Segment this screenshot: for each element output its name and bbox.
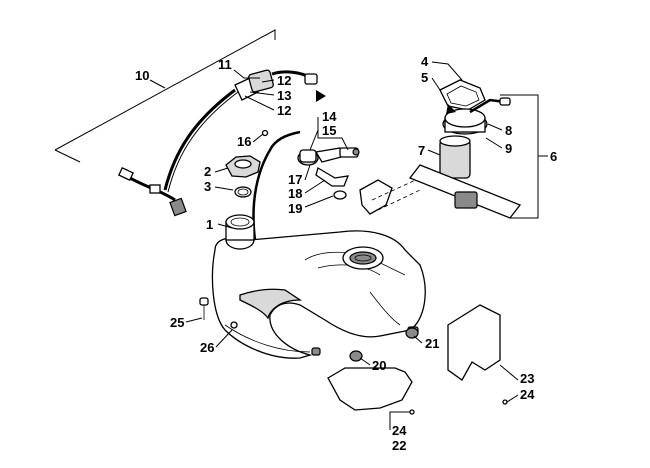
bracket-6 <box>500 94 548 219</box>
callout-14: 14 <box>322 109 337 124</box>
grommet-21 <box>405 327 419 339</box>
callout-26: 26 <box>200 340 214 355</box>
callout-18: 18 <box>288 186 302 201</box>
callout-3: 3 <box>204 179 211 194</box>
callout-22: 22 <box>392 438 406 453</box>
fuel-hose-arrow <box>316 90 326 102</box>
callout-20: 20 <box>372 358 386 373</box>
callout-4: 4 <box>421 54 429 69</box>
fuel-hose-assembly <box>118 69 318 217</box>
bracket-10 <box>54 29 276 163</box>
callout-25: 25 <box>170 315 184 330</box>
callout-8: 8 <box>505 123 512 138</box>
callout-5: 5 <box>421 70 428 85</box>
callout-24a: 24 <box>392 423 407 438</box>
callout-13: 13 <box>277 88 291 103</box>
callout-7: 7 <box>418 143 425 158</box>
valve-clamp-group <box>297 147 421 215</box>
callout-16: 16 <box>237 134 251 149</box>
callout-1: 1 <box>206 217 213 232</box>
callout-15: 15 <box>322 123 336 138</box>
vent-hose <box>252 129 301 241</box>
fuel-pump-assembly <box>408 79 522 219</box>
callout-6: 6 <box>550 149 557 164</box>
callout-10: 10 <box>135 68 149 83</box>
callout-19: 19 <box>288 201 302 216</box>
screw-25 <box>199 297 209 320</box>
heat-shield-23 <box>447 304 501 381</box>
callout-2: 2 <box>204 164 211 179</box>
callout-23: 23 <box>520 371 534 386</box>
rivet-24a <box>409 409 415 415</box>
fuel-cap <box>225 155 261 178</box>
grommet-20 <box>349 350 363 362</box>
callout-21: 21 <box>425 336 439 351</box>
leader-lines <box>185 61 519 430</box>
callout-12a: 12 <box>277 73 291 88</box>
callout-9: 9 <box>505 141 512 156</box>
pump-arrow <box>446 104 456 114</box>
fastener-26 <box>230 321 238 329</box>
callout-12b: 12 <box>277 103 291 118</box>
callout-11: 11 <box>218 57 232 72</box>
callout-17: 17 <box>288 172 302 187</box>
fuel-tank <box>211 214 426 359</box>
cap-gasket <box>234 186 252 198</box>
callout-24b: 24 <box>520 387 535 402</box>
rivet-24b <box>502 399 508 405</box>
heat-shield-22 <box>327 367 413 411</box>
